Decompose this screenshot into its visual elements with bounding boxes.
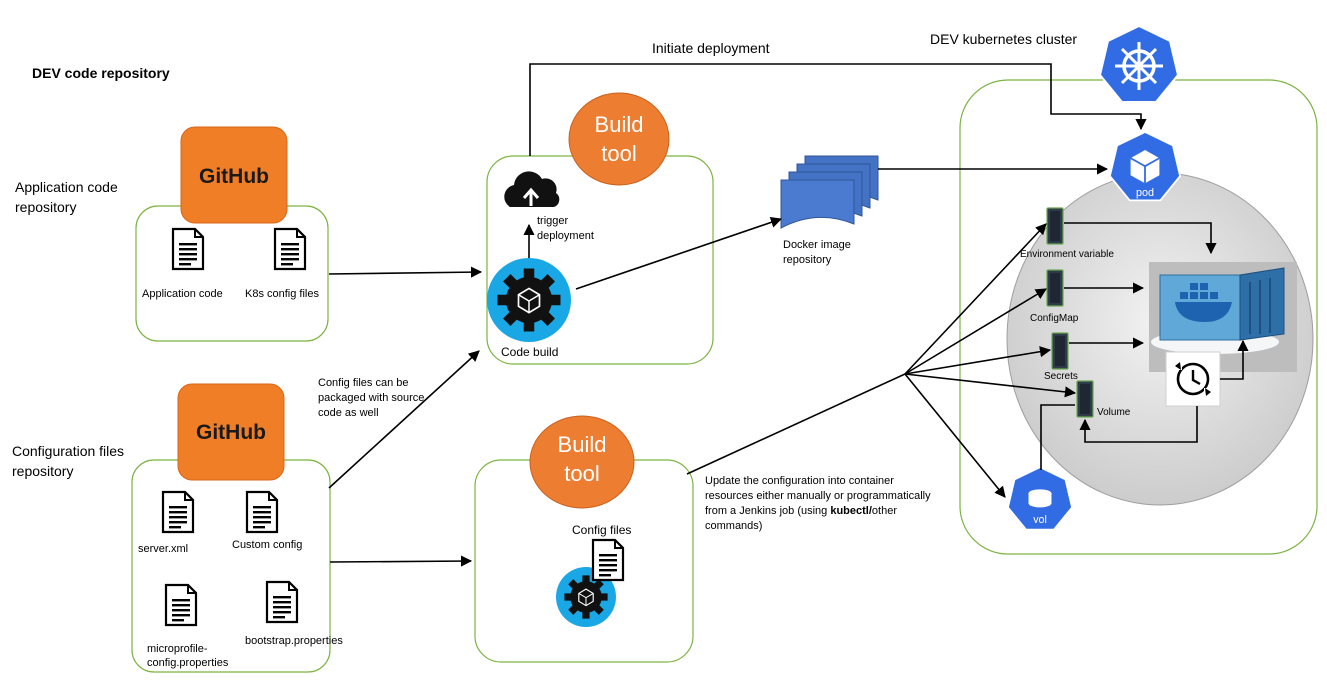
build-tool-top-badge: Build tool (568, 92, 670, 186)
update-note-line3-start: from a Jenkins job (using (705, 505, 830, 517)
update-note-line4: commands) (705, 520, 762, 532)
secrets-label: Secrets (1044, 371, 1078, 382)
app-repo-label-line2: repository (15, 199, 76, 215)
config-repo-label-line1: Configuration files (12, 443, 124, 459)
code-build-label: Code build (501, 345, 558, 359)
bootstrap-properties-label: bootstrap.properties (245, 635, 343, 647)
connectors (328, 63, 1249, 567)
update-note-kubectl: kubectl/ (830, 505, 872, 517)
custom-config-file-icon (245, 490, 279, 534)
docker-repo-label-line2: repository (783, 254, 832, 266)
application-code-file-icon (171, 227, 205, 271)
clock-refresh-icon (1165, 351, 1221, 407)
cloud-upload-icon (504, 171, 560, 207)
kubernetes-helm-icon (1099, 25, 1179, 103)
k8s-config-files-label: K8s config files (245, 288, 319, 300)
dev-code-repository-title: DEV code repository (32, 65, 170, 81)
initiate-deployment-label: Initiate deployment (652, 40, 770, 56)
update-note-line3: from a Jenkins job (using kubectl/other (705, 505, 897, 517)
config-github-badge: GitHub (177, 383, 285, 481)
configmap-label: ConfigMap (1030, 313, 1079, 324)
build-tool-top-line1: Build (595, 112, 644, 137)
server-xml-file-icon (161, 490, 195, 534)
build-tool-top-line2: tool (601, 141, 636, 166)
config-build-gear-icon (556, 567, 616, 627)
volume-server-icon (1076, 380, 1094, 418)
config-files-doc-icon (591, 538, 625, 582)
docker-image-repository-icon (780, 155, 879, 229)
microprofile-file-icon (164, 583, 198, 627)
pod-label: pod (1136, 187, 1154, 199)
pod-icon: pod (1109, 131, 1181, 202)
bootstrap-file-icon (265, 580, 299, 624)
vol-label: vol (1033, 514, 1047, 526)
dev-kubernetes-cluster-title: DEV kubernetes cluster (930, 31, 1077, 47)
configmap-server-icon (1046, 269, 1064, 307)
config-note-line2: packaged with source (318, 392, 424, 404)
secrets-server-icon (1051, 332, 1069, 370)
environment-variable-label: Environment variable (1020, 249, 1114, 260)
custom-config-label: Custom config (232, 539, 302, 551)
docker-whale-icon (1175, 283, 1232, 322)
microprofile-label-line1: microprofile- (147, 643, 208, 655)
build-tool-bottom-line2: tool (564, 461, 599, 486)
vol-icon: vol (1007, 466, 1073, 531)
app-github-badge: GitHub (180, 126, 288, 224)
docker-repo-label-line1: Docker image (783, 239, 851, 251)
config-github-label: GitHub (196, 421, 266, 444)
server-xml-label: server.xml (138, 543, 188, 555)
config-files-label: Config files (572, 523, 631, 537)
config-note-line3: code as well (318, 407, 379, 419)
k8s-config-file-icon (273, 227, 307, 271)
environment-variable-server-icon (1046, 207, 1064, 245)
build-tool-bottom-line1: Build (558, 432, 607, 457)
code-build-gear-icon (487, 258, 571, 342)
volume-label: Volume (1097, 407, 1131, 418)
build-tool-bottom-badge: Build tool (529, 415, 635, 509)
trigger-deployment-line2: deployment (537, 230, 594, 242)
config-note-line1: Config files can be (318, 377, 409, 389)
update-note-line2: resources either manually or programmati… (705, 490, 931, 502)
app-github-label: GitHub (199, 165, 269, 188)
update-note-line3-end: other (872, 505, 897, 517)
app-repo-label-line1: Application code (15, 179, 118, 195)
app-repo-box (135, 205, 329, 342)
application-code-label: Application code (142, 288, 223, 300)
trigger-deployment-line1: trigger (537, 215, 569, 227)
config-repo-label-line2: repository (12, 463, 73, 479)
microprofile-label-line2: config.properties (147, 657, 229, 669)
update-note-line1: Update the configuration into container (705, 475, 894, 487)
